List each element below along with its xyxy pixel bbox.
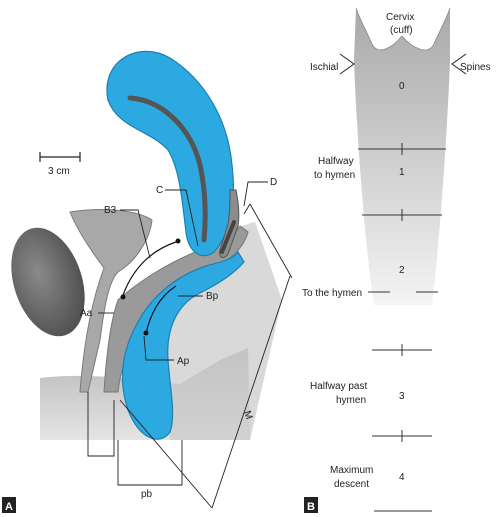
panel-a-tag: A (5, 501, 13, 513)
panel-a-tag-box (2, 497, 16, 513)
label-b3: B3 (104, 205, 117, 216)
uterine-cavity (127, 95, 208, 243)
anterior-arrow (121, 241, 177, 299)
leader-c (165, 189, 199, 247)
panel-a: 3 cm C D B3 Aa Bp Ap M pb A (2, 50, 293, 513)
pb-bracket (117, 440, 183, 486)
cervix-cuff-outline (355, 7, 451, 51)
bladder (69, 209, 153, 393)
stage-label-2-line1: To the hymen (302, 288, 362, 299)
pubic-bone (11, 227, 85, 337)
boundary-0-1 (358, 143, 446, 155)
stage-number-3: 3 (399, 391, 405, 402)
stage-label-3-line2: hymen (336, 395, 366, 406)
scale-bar (39, 152, 81, 162)
total-length-line (211, 203, 293, 509)
right-spine-label: Spines (460, 62, 491, 73)
label-c: C (156, 185, 163, 196)
total-length-lower (119, 399, 213, 509)
anterior-arrow-dot (120, 294, 126, 300)
uterus (106, 50, 234, 257)
label-m: M (241, 410, 254, 421)
stage-number-0: 0 (399, 81, 405, 92)
label-aa: Aa (80, 308, 93, 319)
stage-label-4-line2: descent (334, 479, 369, 490)
cervix-label: Cervix (386, 12, 414, 23)
boundary-1-2 (362, 209, 442, 221)
posterior-arrow (145, 285, 177, 335)
stage-number-4: 4 (399, 472, 405, 483)
anterior-arrow-tip (175, 238, 181, 244)
panel-b: Ischial Spines Cervix (cuff) 0 1 2 3 4 H… (302, 7, 491, 513)
stage-label-3-line1: Halfway past (310, 381, 367, 392)
label-bp: Bp (206, 291, 219, 302)
stage-label-4-line1: Maximum (330, 465, 373, 476)
leader-d (243, 181, 268, 207)
left-spine-marker (339, 53, 355, 75)
stage-label-1-line1: Halfway (318, 156, 354, 167)
right-spine-marker (451, 53, 467, 75)
posterior-arrow-dot (143, 330, 149, 336)
left-spine-label: Ischial (310, 62, 338, 73)
panel-b-tag-box (304, 497, 318, 513)
stage-label-1-line2: to hymen (314, 170, 355, 181)
posterior-wall-prolapse (121, 250, 245, 440)
stage-number-2: 2 (399, 265, 405, 276)
stage-funnel (354, 8, 450, 305)
label-d: D (270, 177, 277, 188)
leader-b3 (120, 209, 151, 259)
gh-bracket (87, 392, 115, 457)
scale-label: 3 cm (48, 166, 70, 177)
label-ap: Ap (177, 356, 190, 367)
leader-ap (143, 335, 174, 361)
boundary-2-3 (372, 344, 432, 356)
panel-b-tag: B (307, 501, 315, 513)
cuff-label: (cuff) (390, 25, 413, 36)
label-pb: pb (141, 489, 153, 500)
cuff-canal (220, 220, 236, 254)
boundary-3-4 (372, 430, 432, 442)
stage-number-1: 1 (399, 167, 405, 178)
